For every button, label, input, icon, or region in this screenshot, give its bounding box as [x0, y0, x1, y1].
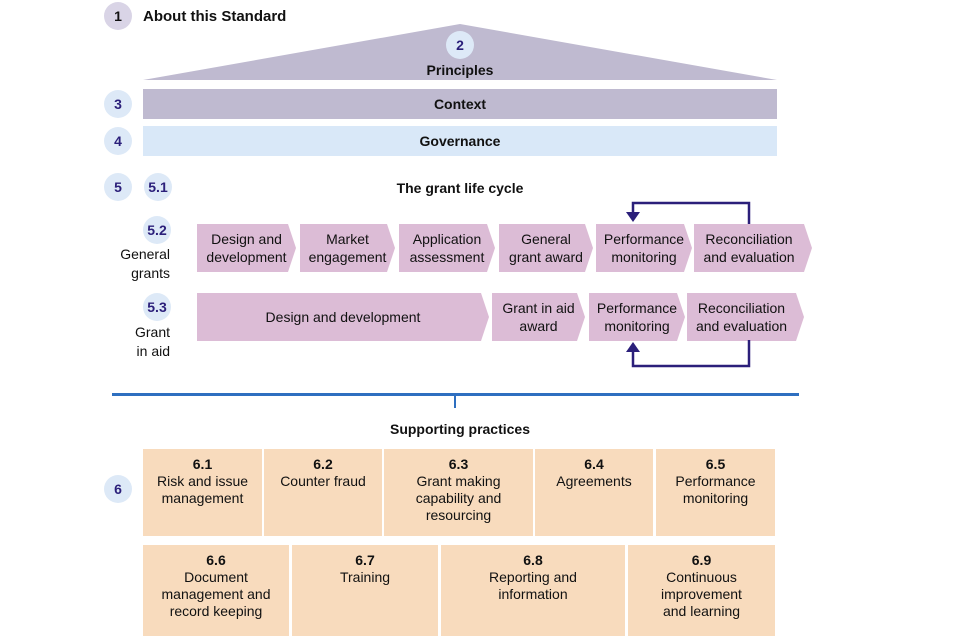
section-6-badge: 6 [104, 475, 132, 503]
arrowhead-down-icon [626, 212, 640, 222]
context-label: Context [433, 96, 487, 112]
general-grants-label: General grants [100, 245, 170, 283]
divider-connector [454, 394, 456, 408]
practice-card-6-4: 6.4 Agreements [535, 449, 653, 536]
section-5-2-badge: 5.2 [143, 216, 171, 244]
section-4-badge: 4 [104, 127, 132, 155]
lifecycle-title: The grant life cycle [396, 180, 524, 196]
about-standard-label: About this Standard [143, 8, 287, 25]
principles-label: Principles [426, 62, 494, 78]
practice-card-6-2: 6.2 Counter fraud [264, 449, 382, 536]
general-grants-label-line1: General [120, 246, 170, 262]
governance-label: Governance [419, 133, 501, 149]
gia-feedback-arrow [626, 340, 751, 368]
general-grants-label-line2: grants [131, 265, 170, 281]
arrowhead-up-icon [626, 342, 640, 352]
gia-stage-design-development: Design and development [197, 293, 489, 341]
section-2-badge: 2 [446, 31, 474, 59]
section-5-badge: 5 [104, 173, 132, 201]
governance-bar: Governance [143, 126, 777, 156]
grant-in-aid-label-line2: in aid [136, 343, 170, 359]
context-bar: Context [143, 89, 777, 119]
practice-card-6-7: 6.7 Training [292, 545, 438, 636]
supporting-practices-title: Supporting practices [389, 421, 531, 437]
grant-in-aid-label-line1: Grant [134, 324, 170, 340]
gg-feedback-arrow [626, 201, 751, 224]
section-5-1-badge: 5.1 [144, 173, 172, 201]
section-3-badge: 3 [104, 90, 132, 118]
grant-in-aid-label: Grant in aid [100, 323, 170, 361]
section-1-badge: 1 [104, 2, 132, 30]
section-5-3-badge: 5.3 [143, 293, 171, 321]
